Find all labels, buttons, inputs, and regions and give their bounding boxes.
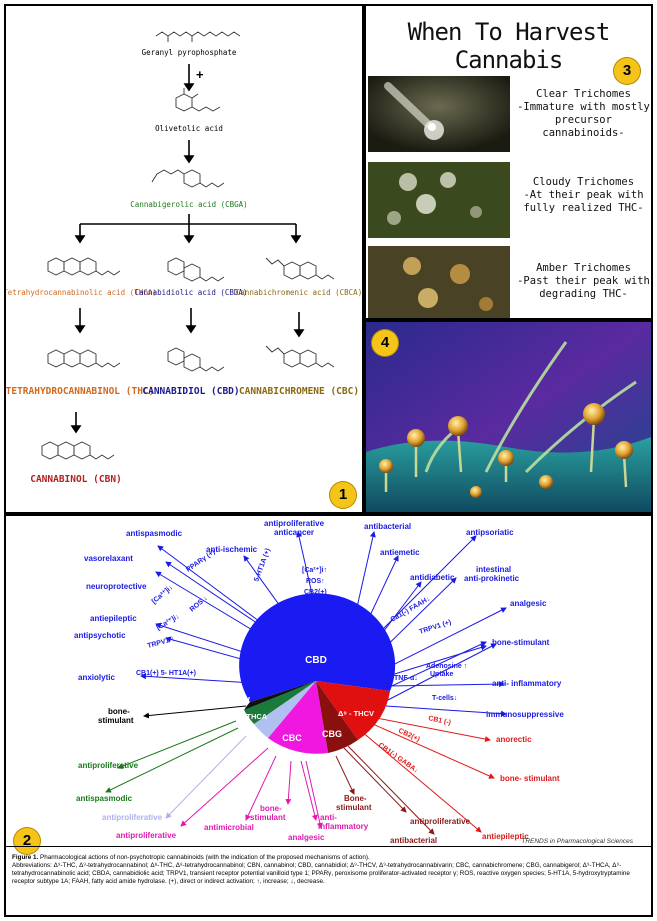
mech-adenosine: Adenosine ↑ [426,663,467,670]
label-antidiabetic: antidiabetic [410,573,455,582]
mech-tnf: TNF-α↓ [394,675,418,682]
label-bone-pink: bone- [260,804,282,813]
label-antiproliferative-green: antiproliferative [78,761,139,770]
cloudy-trichome-photo [368,162,510,238]
mech-cb2-top: CB2(+) [304,589,327,596]
pie-thcv: Δ⁹ - THCV [338,709,374,718]
label-antiepileptic-left: antiepileptic [90,614,137,623]
pie-cbg: CBG [322,729,342,739]
label-antiproliferative-dark: antiproliferative [410,817,471,826]
harvest-title: When To Harvest Cannabis [407,18,611,74]
label-anxiolytic: anxiolytic [78,673,115,682]
label-analgesic-pink: analgesic [288,833,325,842]
label-antiproliferative-light: antiproliferative [102,813,163,822]
mech-uptake: Uptake [430,671,453,678]
label-antibacterial-top: antibacterial [364,522,411,531]
thc-label: TETRAHYDROCANNABINOL (THC) [5,386,155,397]
label-bone-left: bone- [108,707,130,716]
mech-tcells: T-cells↓ [432,695,457,702]
label-antimicrobial: antimicrobial [204,823,254,832]
plus-sign: + [196,67,204,82]
label-anorectic: anorectic [496,735,532,744]
cbga-label: Cannabigerolic acid (CBGA) [130,200,248,209]
pie-cbc: CBC [282,733,302,743]
label-antiproliferative-top: antiproliferative [264,519,325,528]
label-antiproliferative-pink: antiproliferative [116,831,177,840]
amber-trichome-photo [368,246,510,318]
label-anti-prokinetic: anti-prokinetic [464,574,520,583]
pie-cbd: CBD [305,655,327,666]
label-anti-pink: anti- [320,813,337,822]
cbn-label: CANNABINOL (CBN) [30,474,122,485]
source-credit: TRENDS in Pharmacological Sciences [521,838,633,845]
mech-cb1-gaba: CB1(-) GABA↓ [377,742,420,775]
label-anticancer: anticancer [274,528,314,537]
pie-cbdv: CBDV [226,695,250,705]
cbd-label: CANNABIDIOL (CBD) [142,386,240,397]
label-bone-stimulant-red: bone- stimulant [500,774,560,783]
panel-4-badge: 4 [372,330,398,356]
mech-ca-ros: [Ca²⁺]i↑ [302,567,327,574]
label-antispasmodic-top: antispasmodic [126,529,183,538]
panel-3-badge: 3 [614,58,640,84]
label-antiepileptic-red: antiepileptic [482,832,529,841]
label-inflammatory-pink: inflammatory [318,822,369,831]
cbca-label: Cannabichromenic acid (CBCA) [235,288,363,297]
cbda-label: Cannabidiolic acid (CBDA) [134,288,248,297]
biosynthesis-structures [41,31,335,460]
label-antispasmodic-green: antispasmodic [76,794,133,803]
figure-caption: Figure 1. Pharmacological actions of non… [12,854,630,885]
mech-cb2-plus: CB2(+) [397,727,421,743]
panel-2-badge: 2 [14,828,40,854]
label-anti-inflammatory-right: anti- inflammatory [492,679,562,688]
label-neuroprotective: neuroprotective [86,582,147,591]
harvest-panel: When To Harvest Cannabis 3 Clear Trichom… [364,4,653,320]
mech-ca-trpv: [Ca²⁺]i↓ [156,613,181,632]
mech-cb1-5ht: CB1(+) 5- HT1A(+) [136,670,196,677]
label-stimulant-pink: stimulant [250,813,286,822]
olivetolic-label: Olivetolic acid [155,124,223,133]
mech-id1: Id-1↓ [304,600,320,607]
label-intestinal: intestinal [476,565,511,574]
clear-trichome-photo [368,76,510,152]
label-antiemetic: antiemetic [380,548,420,557]
trichome-illustration [366,322,651,512]
mech-trpv1-left: TRPV1 ↑ [147,636,176,650]
thca-label: Tetrahydrocannabinolic acid (THCA) [4,288,157,297]
label-vasorelaxant: vasorelaxant [84,554,133,563]
panel-1-badge: 1 [330,482,356,508]
cannabinoid-pie [239,593,396,754]
caption-divider [6,846,651,847]
label-antipsoriatic: antipsoriatic [466,528,514,537]
pharmacology-panel: CBD CBDV Δ⁹ - THCA CBC CBG Δ⁹ - THCV ant… [4,514,653,917]
pharmacology-diagram: CBD CBDV Δ⁹ - THCA CBC CBG Δ⁹ - THCV ant… [74,519,564,845]
mech-trpv1-right: TRPV1 (+) [418,619,452,636]
biosynthesis-panel: Geranyl pyrophosphate + Olivetolic acid … [4,4,364,514]
cbc-label: CANNABICHROMENE (CBC) [238,386,360,397]
mech-ca-left: [Ca²⁺]i↓ [151,584,175,605]
geranyl-label: Geranyl pyrophosphate [141,48,237,57]
label-stimulant-dark: stimulant [336,803,372,812]
label-anti-ischemic: anti-ischemic [206,545,258,554]
mech-ppar: PPARγ (+) [185,549,216,574]
trichome-microscope-panel: 4 [364,320,653,514]
pie-thca: Δ⁹ - THCA [231,712,268,721]
mech-cb1-minus: CB1 (-) [428,715,452,727]
label-immunosuppressive: immunosuppressive [486,710,564,719]
mech-ros-up: ROS↑ [306,578,325,585]
label-bone-stimulant-right: bone-stimulant [492,638,550,647]
label-analgesic-right: analgesic [510,599,547,608]
label-bone-dark: Bone- [344,794,367,803]
label-stimulant-left: stimulant [98,716,134,725]
mech-ca-faah: Ca1(-) FAAH↓ [390,595,432,623]
label-antibacterial-dark: antibacterial [390,836,437,845]
label-antipsychotic: antipsychotic [74,631,126,640]
